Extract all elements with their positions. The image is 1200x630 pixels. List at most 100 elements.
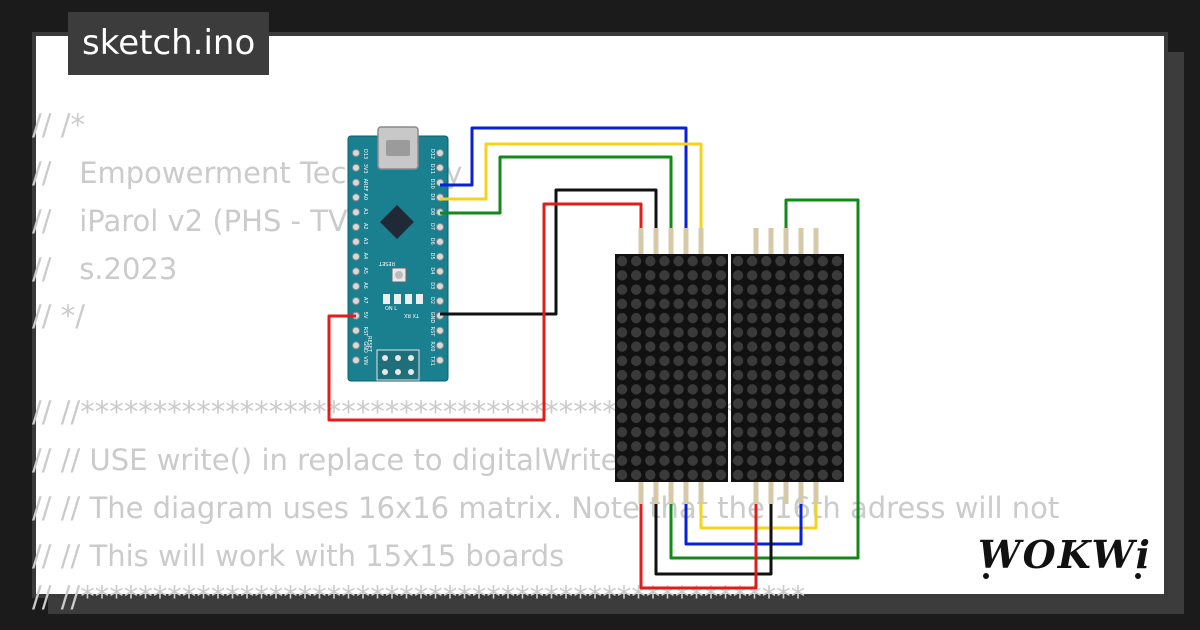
file-tab[interactable]: sketch.ino: [68, 12, 270, 75]
pin-d4[interactable]: [436, 267, 444, 276]
pin-label: D5: [429, 253, 435, 260]
wire-red-bottom[interactable]: [639, 484, 758, 590]
matrix-led: [630, 284, 642, 295]
matrix-led: [732, 369, 744, 381]
matrix-led: [803, 441, 814, 452]
matrix-led: [831, 455, 843, 466]
matrix-led: [616, 412, 628, 424]
matrix-led: [761, 355, 772, 367]
pin-rx0[interactable]: [436, 341, 444, 350]
matrix-led: [831, 469, 843, 481]
pin-a4[interactable]: [352, 252, 360, 261]
matrix-led: [687, 312, 698, 324]
matrix-led: [803, 426, 814, 438]
txrx-label: TX RX: [403, 312, 420, 318]
matrix-led: [789, 441, 800, 452]
matrix-led: [732, 412, 744, 424]
matrix-led: [659, 455, 670, 466]
matrix-led: [746, 455, 758, 466]
led-matrix-left[interactable]: [615, 254, 728, 482]
matrix-led: [831, 412, 843, 424]
pin-a7[interactable]: [352, 297, 360, 305]
matrix-led: [687, 284, 698, 295]
matrix-led: [630, 255, 642, 267]
pin-d12[interactable]: [436, 149, 444, 157]
matrix-led: [701, 312, 713, 324]
pin-a1[interactable]: [352, 208, 360, 217]
reset-button-cap[interactable]: [395, 271, 403, 279]
mcu-chip: [380, 205, 414, 239]
matrix-led: [732, 469, 744, 481]
matrix-led: [746, 384, 758, 395]
pin-label: A4: [362, 253, 368, 260]
pin-d13[interactable]: [352, 149, 360, 157]
matrix-led: [701, 255, 713, 267]
pin-a3[interactable]: [352, 237, 360, 246]
wire-yellow[interactable]: [440, 142, 703, 232]
code-line: // /*: [32, 108, 86, 142]
pin-3v3[interactable]: [352, 163, 360, 172]
matrix-led: [715, 384, 727, 395]
matrix-led: [817, 355, 829, 367]
matrix-led: [645, 398, 656, 409]
pin-tx1[interactable]: [436, 356, 444, 365]
wire-red[interactable]: [327, 202, 643, 422]
matrix-led: [715, 426, 727, 438]
matrix-led: [659, 426, 670, 438]
matrix-led: [645, 298, 656, 310]
matrix-led: [659, 284, 670, 295]
matrix-led: [817, 312, 829, 324]
pin-d5[interactable]: [436, 252, 444, 261]
pin-a6[interactable]: [352, 282, 360, 291]
matrix-pin: [683, 228, 689, 256]
matrix-led: [673, 355, 684, 367]
pin-a0[interactable]: [352, 193, 360, 202]
wire-green-right[interactable]: [669, 198, 860, 560]
pin-vin[interactable]: [352, 356, 360, 365]
matrix-led: [701, 412, 713, 424]
wire-yellow-bottom[interactable]: [699, 484, 818, 530]
wire-black-bottom[interactable]: [654, 484, 773, 576]
matrix-pin: [753, 480, 759, 504]
matrix-pin: [698, 228, 704, 256]
matrix-led: [775, 312, 786, 324]
arduino-nano-board[interactable]: RESET RESET ON L TX RX D133V3AREFA0A1A2A…: [347, 126, 449, 382]
pin-label: RX0: [429, 341, 435, 351]
matrix-led: [775, 426, 786, 438]
matrix-led: [831, 398, 843, 409]
matrix-led: [746, 270, 758, 281]
pin-d3[interactable]: [436, 282, 444, 291]
pin-rst[interactable]: [436, 326, 444, 335]
pin-d11[interactable]: [436, 163, 444, 172]
pin-d6[interactable]: [436, 237, 444, 246]
matrix-led: [746, 327, 758, 338]
matrix-pin: [668, 480, 674, 504]
matrix-led: [701, 384, 713, 395]
matrix-led: [673, 398, 684, 409]
led-matrix-right[interactable]: [731, 254, 844, 482]
matrix-led: [701, 455, 713, 466]
matrix-led: [732, 426, 744, 438]
pin-gnd[interactable]: [352, 341, 360, 350]
wire-black[interactable]: [440, 188, 658, 316]
wire-green[interactable]: [440, 155, 673, 232]
matrix-led: [732, 455, 744, 466]
pin-a5[interactable]: [352, 267, 360, 276]
matrix-led: [701, 426, 713, 438]
pin-d2[interactable]: [436, 297, 444, 305]
matrix-led: [761, 255, 772, 267]
matrix-led: [715, 312, 727, 324]
pin-a2[interactable]: [352, 223, 360, 231]
matrix-led: [673, 270, 684, 281]
pin-d7[interactable]: [436, 223, 444, 231]
wire-blue[interactable]: [440, 126, 688, 232]
matrix-led: [761, 369, 772, 381]
pin-rst[interactable]: [352, 326, 360, 335]
matrix-led: [659, 384, 670, 395]
pin-aref[interactable]: [352, 178, 360, 187]
matrix-led: [687, 298, 698, 310]
matrix-led: [715, 270, 727, 281]
wire-blue-bottom[interactable]: [684, 484, 803, 546]
matrix-led: [746, 298, 758, 310]
matrix-led: [715, 412, 727, 424]
